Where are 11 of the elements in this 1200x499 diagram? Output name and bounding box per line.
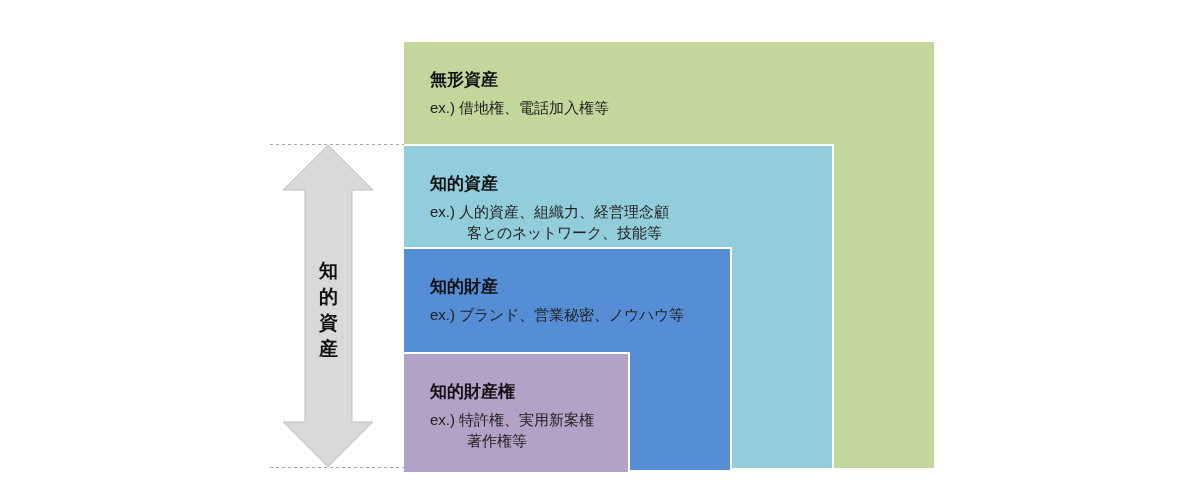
example-text: ex.) 人的資産、組織力、経営理念顧客とのネットワーク、技能等 — [430, 202, 670, 243]
example-text: ex.) 借地権、電話加入権等 — [430, 98, 611, 118]
example-text: ex.) ブランド、営業秘密、ノウハウ等 — [430, 305, 686, 325]
category-heading: 知的財産 — [430, 276, 498, 298]
range-label: 知的資産 — [317, 259, 339, 361]
category-heading: 知的資産 — [430, 173, 498, 195]
category-box — [404, 352, 630, 472]
category-heading: 無形資産 — [430, 69, 498, 91]
category-heading: 知的財産権 — [430, 381, 515, 403]
category-box — [404, 247, 732, 470]
example-text: ex.) 特許権、実用新案権著作権等 — [430, 410, 596, 451]
